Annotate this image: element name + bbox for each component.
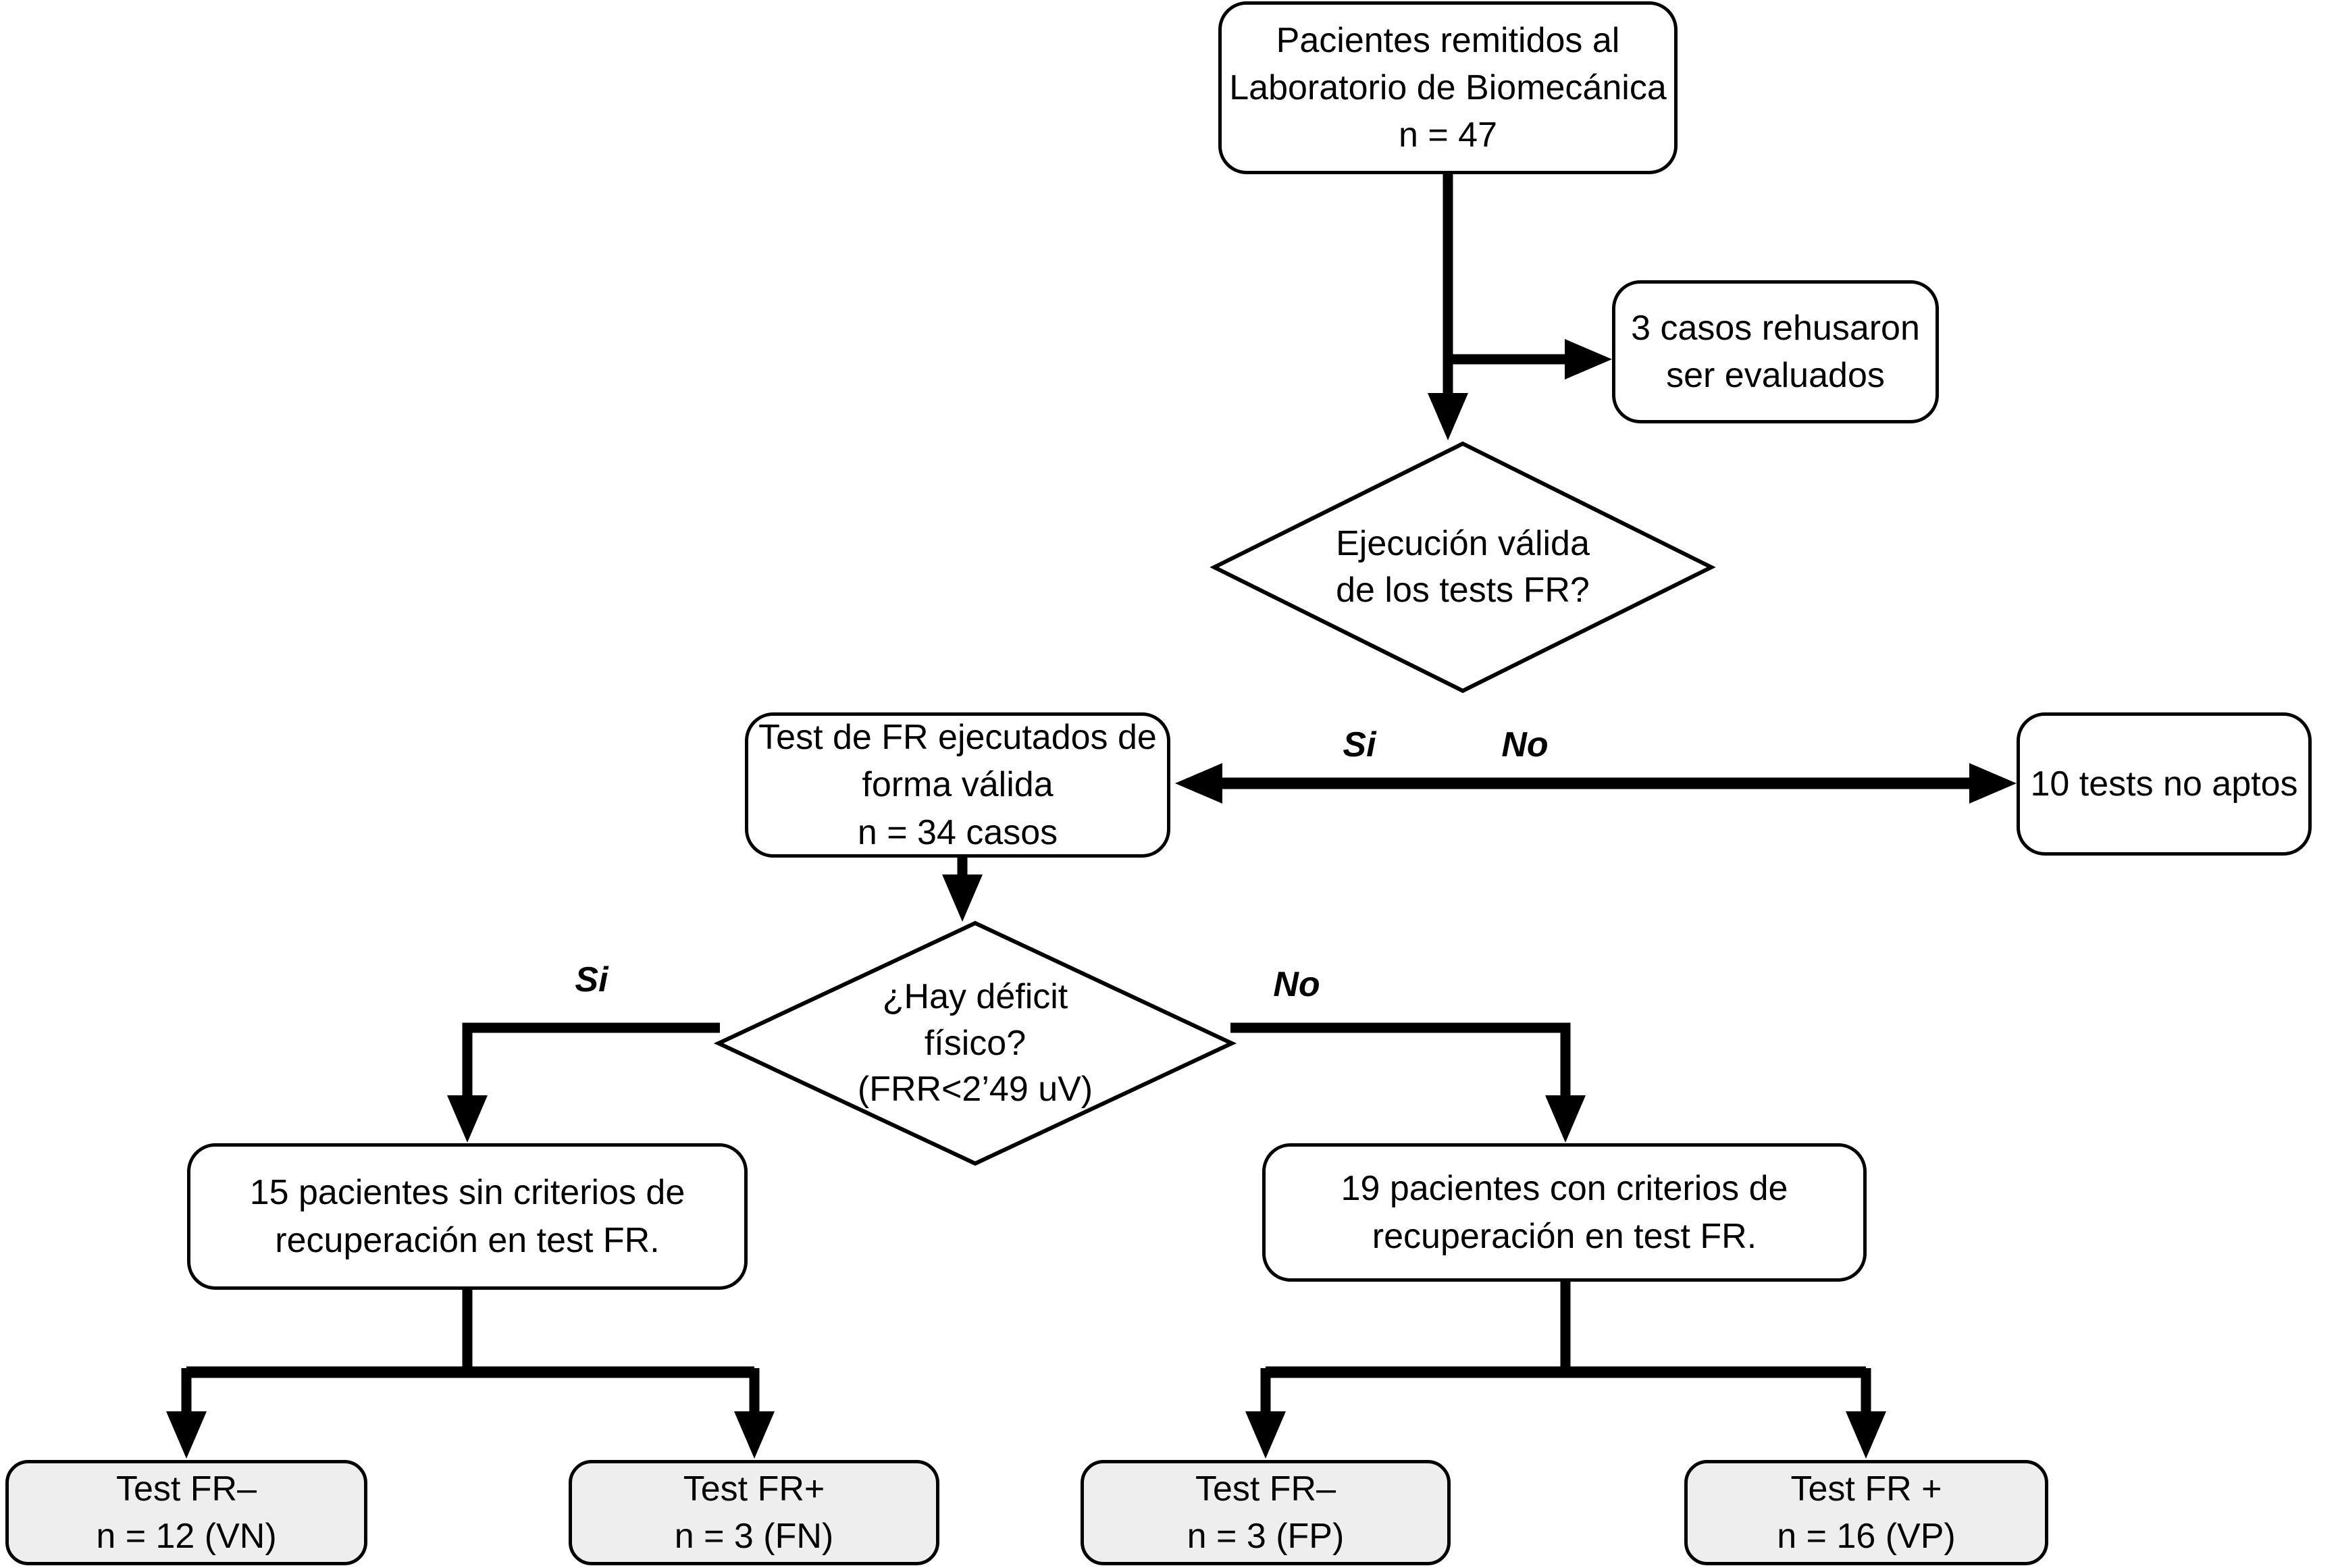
branch-label-si-2: Si	[575, 960, 608, 999]
node-text-line: 10 tests no aptos	[2030, 764, 2298, 804]
node-text-line: recuperación en test FR.	[1372, 1216, 1757, 1256]
node-text-line: (FRR<2’49 uV)	[857, 1070, 1093, 1109]
arrowhead-vn	[166, 1411, 207, 1459]
node-text-line: físico?	[924, 1023, 1027, 1063]
node-referred-patients: Pacientes remitidos al Laboratorio de Bi…	[1218, 1, 1678, 174]
decision-physical-deficit-text: ¿Hay déficit físico? (FRR<2’49 uV)	[773, 962, 1178, 1124]
node-text-line: ser evaluados	[1666, 356, 1885, 395]
arrowhead-norecovery	[447, 1095, 488, 1143]
node-text-line: Test de FR ejecutados de	[758, 718, 1157, 758]
decision-valid-execution-shape	[1210, 441, 1716, 694]
branch-label-si-1: Si	[1343, 725, 1376, 764]
node-text-line: Pacientes remitidos al	[1276, 20, 1620, 60]
node-text-line: Test FR–	[1195, 1469, 1336, 1509]
arrowhead-fn	[734, 1411, 775, 1459]
branch-label-no-2: No	[1273, 965, 1320, 1004]
node-text-line: n = 3 (FP)	[1187, 1517, 1345, 1556]
node-text-line: Test FR +	[1790, 1469, 1942, 1509]
decision-physical-deficit-shape	[713, 920, 1237, 1166]
arrowhead-refused	[1565, 339, 1612, 380]
decision-valid-execution-text: Ejecución válida de los tests FR?	[1260, 500, 1665, 635]
node-text-line: n = 47	[1398, 115, 1498, 155]
node-text-line: forma válida	[862, 765, 1054, 805]
arrow-decision2-si	[462, 1022, 720, 1104]
arrow-decision2-no	[1230, 1022, 1571, 1104]
arrowhead-decision2-top	[942, 874, 983, 922]
node-text-line: ¿Hay déficit	[882, 977, 1068, 1017]
node-text-line: n = 3 (FN)	[674, 1517, 834, 1556]
node-text-line: n = 34 casos	[857, 812, 1058, 852]
node-text-line: Ejecución válida	[1336, 524, 1590, 564]
node-test-fr-pos-fn: Test FR+ n = 3 (FN)	[569, 1460, 939, 1565]
node-text-line: Laboratorio de Biomecánica	[1229, 68, 1667, 107]
node-refused-cases: 3 casos rehusaron ser evaluados	[1612, 280, 1939, 423]
node-text-line: de los tests FR?	[1336, 571, 1590, 610]
arrowhead-fp	[1245, 1411, 1286, 1459]
arrowhead-into-notapt	[1969, 763, 2017, 804]
node-test-fr-pos-vp: Test FR + n = 16 (VP)	[1684, 1460, 2048, 1565]
branch-label-no-1: No	[1501, 725, 1549, 764]
node-valid-tests: Test de FR ejecutados de forma válida n …	[745, 712, 1170, 858]
node-text-line: Test FR+	[683, 1469, 825, 1509]
arrowhead-recovery	[1545, 1095, 1586, 1143]
arrowhead-decision1-top	[1428, 393, 1468, 440]
node-text-line: 3 casos rehusaron	[1631, 308, 1920, 348]
node-no-recovery-criteria: 15 pacientes sin criterios de recuperaci…	[187, 1143, 748, 1290]
node-text-line: recuperación en test FR.	[275, 1220, 660, 1260]
node-text-line: 15 pacientes sin criterios de	[249, 1173, 685, 1213]
node-test-fr-neg-fp: Test FR– n = 3 (FP)	[1081, 1460, 1451, 1565]
node-text-line: n = 12 (VN)	[96, 1517, 277, 1556]
node-text-line: n = 16 (VP)	[1777, 1517, 1956, 1556]
node-tests-not-apt: 10 tests no aptos	[2017, 712, 2312, 856]
arrowhead-vp	[1846, 1411, 1886, 1459]
node-text-line: Test FR–	[115, 1469, 257, 1509]
node-test-fr-neg-vn: Test FR– n = 12 (VN)	[5, 1460, 367, 1565]
arrowhead-into-validtests	[1175, 763, 1222, 804]
node-text-line: 19 pacientes con criterios de	[1341, 1169, 1788, 1209]
node-recovery-criteria: 19 pacientes con criterios de recuperaci…	[1262, 1143, 1867, 1282]
